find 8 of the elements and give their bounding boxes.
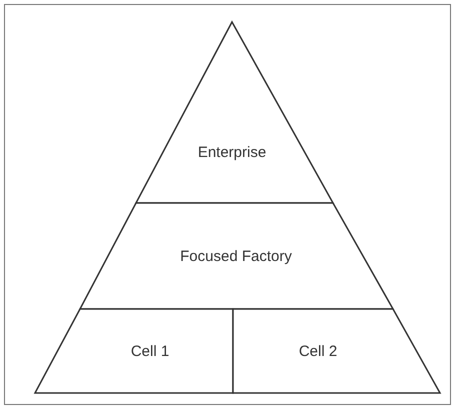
pyramid-level xyxy=(35,309,233,393)
level-label: Focused Factory xyxy=(180,248,292,265)
level-label: Cell 2 xyxy=(298,343,338,360)
level-label: Enterprise xyxy=(198,144,266,161)
pyramid-level xyxy=(233,309,440,393)
pyramid-level xyxy=(80,203,393,309)
level-label: Cell 1 xyxy=(130,343,170,360)
pyramid-level xyxy=(136,22,333,203)
